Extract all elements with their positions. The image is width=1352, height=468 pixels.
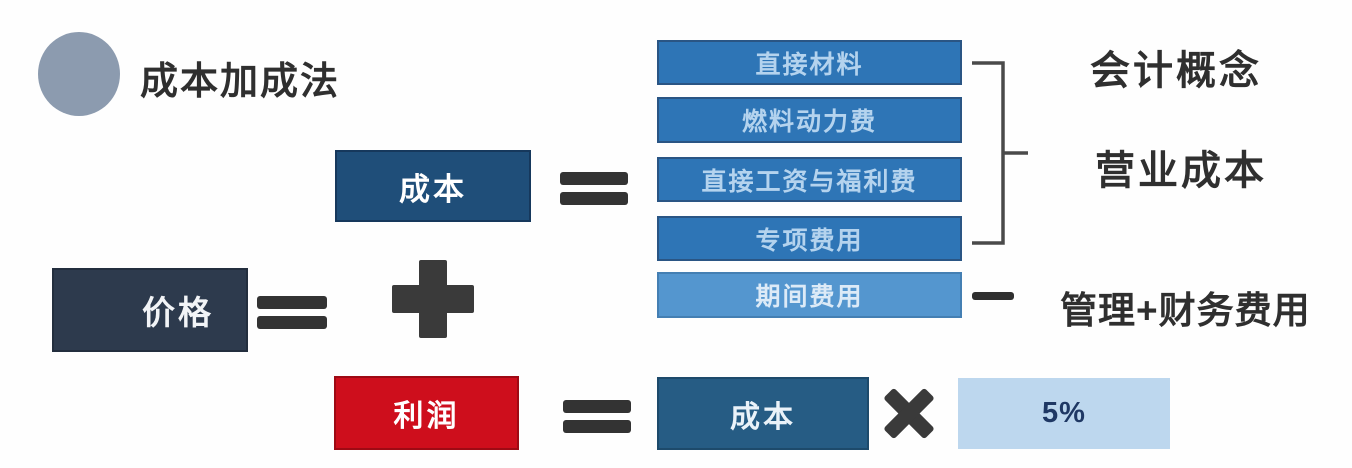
component-box-direct-materials: 直接材料 — [657, 40, 962, 85]
component-box-wages-welfare: 直接工资与福利费 — [657, 157, 962, 202]
operating-cost-label: 营业成本 — [1095, 149, 1267, 193]
price-box: 价格 — [52, 268, 248, 352]
component-box-fuel-power: 燃料动力费 — [657, 97, 962, 143]
equals-icon — [560, 172, 628, 205]
page-title: 成本加成法 — [140, 61, 341, 103]
bracket-icon — [972, 61, 1028, 245]
cost-box: 成本 — [335, 150, 531, 222]
bullet-circle-icon — [38, 32, 120, 116]
period-expense-note-label: 管理+财务费用 — [1060, 290, 1311, 331]
equals-icon — [257, 296, 327, 329]
multiply-icon — [882, 387, 936, 440]
dash-icon — [972, 292, 1014, 300]
markup-rate-box: 5% — [958, 378, 1170, 449]
profit-box: 利润 — [334, 376, 519, 450]
equals-icon — [563, 400, 631, 433]
accounting-concept-label: 会计概念 — [1090, 49, 1262, 93]
component-box-special-expense: 专项费用 — [657, 216, 962, 261]
plus-icon — [392, 260, 474, 338]
cost-box-bottom: 成本 — [657, 377, 869, 450]
component-box-period-expense: 期间费用 — [657, 272, 962, 318]
